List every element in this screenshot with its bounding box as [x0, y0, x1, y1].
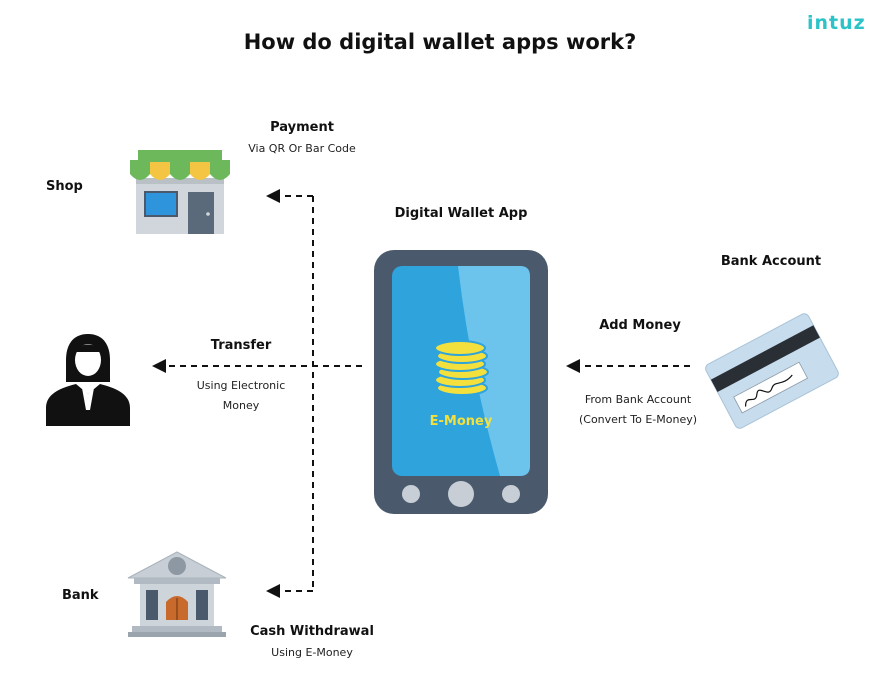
cash-withdrawal-sublabel: Using E-Money [271, 646, 353, 659]
e-money-label: E-Money [429, 414, 493, 429]
add-money-sublabel-line2: (Convert To E-Money) [578, 413, 698, 426]
bank-account-label: Bank Account [720, 254, 822, 269]
transfer-sublabel-line2: Money [222, 399, 260, 412]
person-icon [46, 334, 130, 426]
page-title: How do digital wallet apps work? [243, 30, 637, 54]
bank-building-icon [127, 551, 227, 637]
coin-stack-icon [434, 340, 489, 396]
shop-label: Shop [46, 179, 83, 194]
shop-icon [130, 150, 230, 234]
add-money-sublabel-line1: From Bank Account [584, 393, 692, 406]
phone-button-home [448, 481, 474, 507]
transfer-label: Transfer [210, 338, 272, 353]
payment-label: Payment [270, 120, 334, 135]
bank-label: Bank [62, 588, 99, 603]
arrowhead-shop [266, 189, 280, 203]
phone-button-left [402, 485, 420, 503]
arrowheads [152, 189, 580, 598]
transfer-sublabel-line1: Using Electronic [196, 379, 286, 392]
intuz-logo: intuz [807, 12, 866, 34]
digital-wallet-app-label: Digital Wallet App [394, 206, 528, 221]
add-money-label: Add Money [599, 318, 681, 333]
credit-card-icon [705, 313, 839, 429]
payment-sublabel: Via QR Or Bar Code [248, 142, 356, 155]
arrowhead-person [152, 359, 166, 373]
arrowhead-app [566, 359, 580, 373]
phone-button-right [502, 485, 520, 503]
cash-withdrawal-label: Cash Withdrawal [250, 624, 374, 639]
arrowhead-bank [266, 584, 280, 598]
